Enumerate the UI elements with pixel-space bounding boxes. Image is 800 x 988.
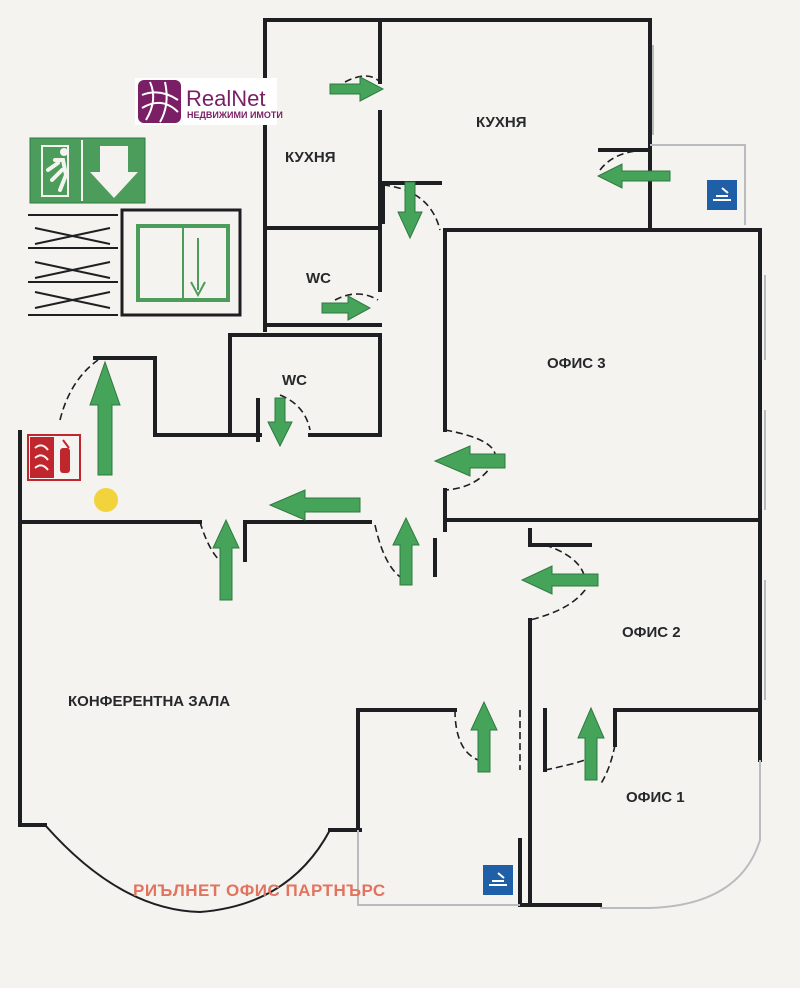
walls [18,18,762,907]
arrow-up [470,700,498,773]
brand-name: RealNet [186,86,265,111]
you-are-here-icon [94,488,118,512]
arrow-left [520,565,599,595]
emergency-exit-icon [41,145,69,197]
arrow-left [596,163,671,189]
brand-logo: RealNet НЕДВИЖИМИ ИМОТИ [135,78,283,125]
arrow-up [392,516,420,586]
fire-extinguisher-icon [27,434,81,481]
arrow-up [89,360,121,476]
arrow-up [212,518,240,601]
evacuation-arrows [89,76,671,781]
room-label-conference: КОНФЕРЕНТНА ЗАЛА [68,693,230,710]
room-label-kitchen-small: КУХНЯ [285,149,335,166]
room-label-wc-upper: WC [306,270,331,287]
elevator-icon [120,208,242,317]
stairs-icon [28,214,118,316]
arrow-right [321,295,372,321]
arrow-left [433,445,506,477]
brand-tagline: НЕДВИЖИМИ ИМОТИ [187,110,283,120]
room-labels: КУХНЯ КУХНЯ WC WC ОФИС 3 ОФИС 2 ОФИС 1 К… [68,114,685,806]
phone-sign-icon [483,865,513,895]
room-label-wc-lower: WC [282,372,307,389]
emergency-exit-sign [29,137,146,204]
arrow-down [397,181,423,240]
room-label-office-3: ОФИС 3 [547,355,606,372]
light-outlines [44,45,766,914]
conference-bay-window [44,824,331,914]
brand-logo-mark [138,80,181,123]
arrow-down [267,397,293,448]
arrow-down-icon [90,146,138,198]
door-swings [59,75,651,786]
arrow-up [577,706,605,781]
arrow-right [329,76,385,102]
room-label-office-1: ОФИС 1 [626,789,685,806]
phone-sign-icon [707,180,737,210]
arrow-left [268,489,361,521]
room-label-office-2: ОФИС 2 [622,624,681,641]
room-label-kitchen-large: КУХНЯ [476,114,526,131]
watermark: РИЪЛНЕТ ОФИС ПАРТНЪРС [133,881,386,900]
